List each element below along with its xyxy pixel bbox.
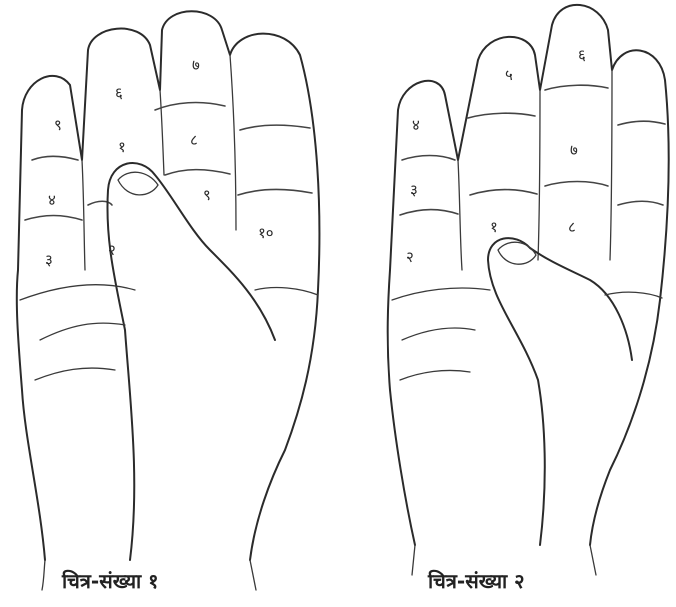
label-2-5: ५ bbox=[505, 66, 513, 84]
label-1-4: ४ bbox=[48, 191, 56, 209]
hand-figure-1: ९ ४ ३ ६ १ २ ७ ८ ९ १० चित्र-संख्या १ bbox=[17, 11, 320, 593]
label-1-3: ३ bbox=[45, 251, 53, 269]
hand-1-outline bbox=[17, 11, 320, 560]
label-1-8: ८ bbox=[190, 131, 198, 149]
label-2-4: ४ bbox=[412, 116, 420, 134]
label-1-7: ७ bbox=[192, 56, 200, 74]
hand-1-thumb bbox=[107, 163, 275, 560]
hand-figure-2: ४ ३ २ ५ १ ६ ७ ८ चित्र-संख्या २ bbox=[388, 5, 669, 593]
label-2-2: २ bbox=[406, 248, 414, 266]
label-1-2: २ bbox=[108, 241, 116, 259]
hand-2-thumb bbox=[488, 238, 632, 545]
label-2-7: ७ bbox=[570, 141, 578, 159]
hand-2-outline bbox=[388, 5, 669, 545]
label-1-9b: ९ bbox=[203, 186, 211, 204]
label-1-10: १० bbox=[258, 224, 274, 242]
label-2-3: ३ bbox=[410, 181, 418, 199]
label-1-1: १ bbox=[118, 138, 126, 156]
caption-figure-2: चित्र-संख्या २ bbox=[427, 569, 525, 593]
caption-figure-1: चित्र-संख्या १ bbox=[61, 569, 159, 593]
label-1-9: ९ bbox=[54, 116, 62, 134]
label-1-6: ६ bbox=[115, 84, 123, 102]
label-2-6: ६ bbox=[578, 46, 586, 64]
label-2-8: ८ bbox=[568, 218, 576, 236]
label-2-1: १ bbox=[490, 218, 498, 236]
